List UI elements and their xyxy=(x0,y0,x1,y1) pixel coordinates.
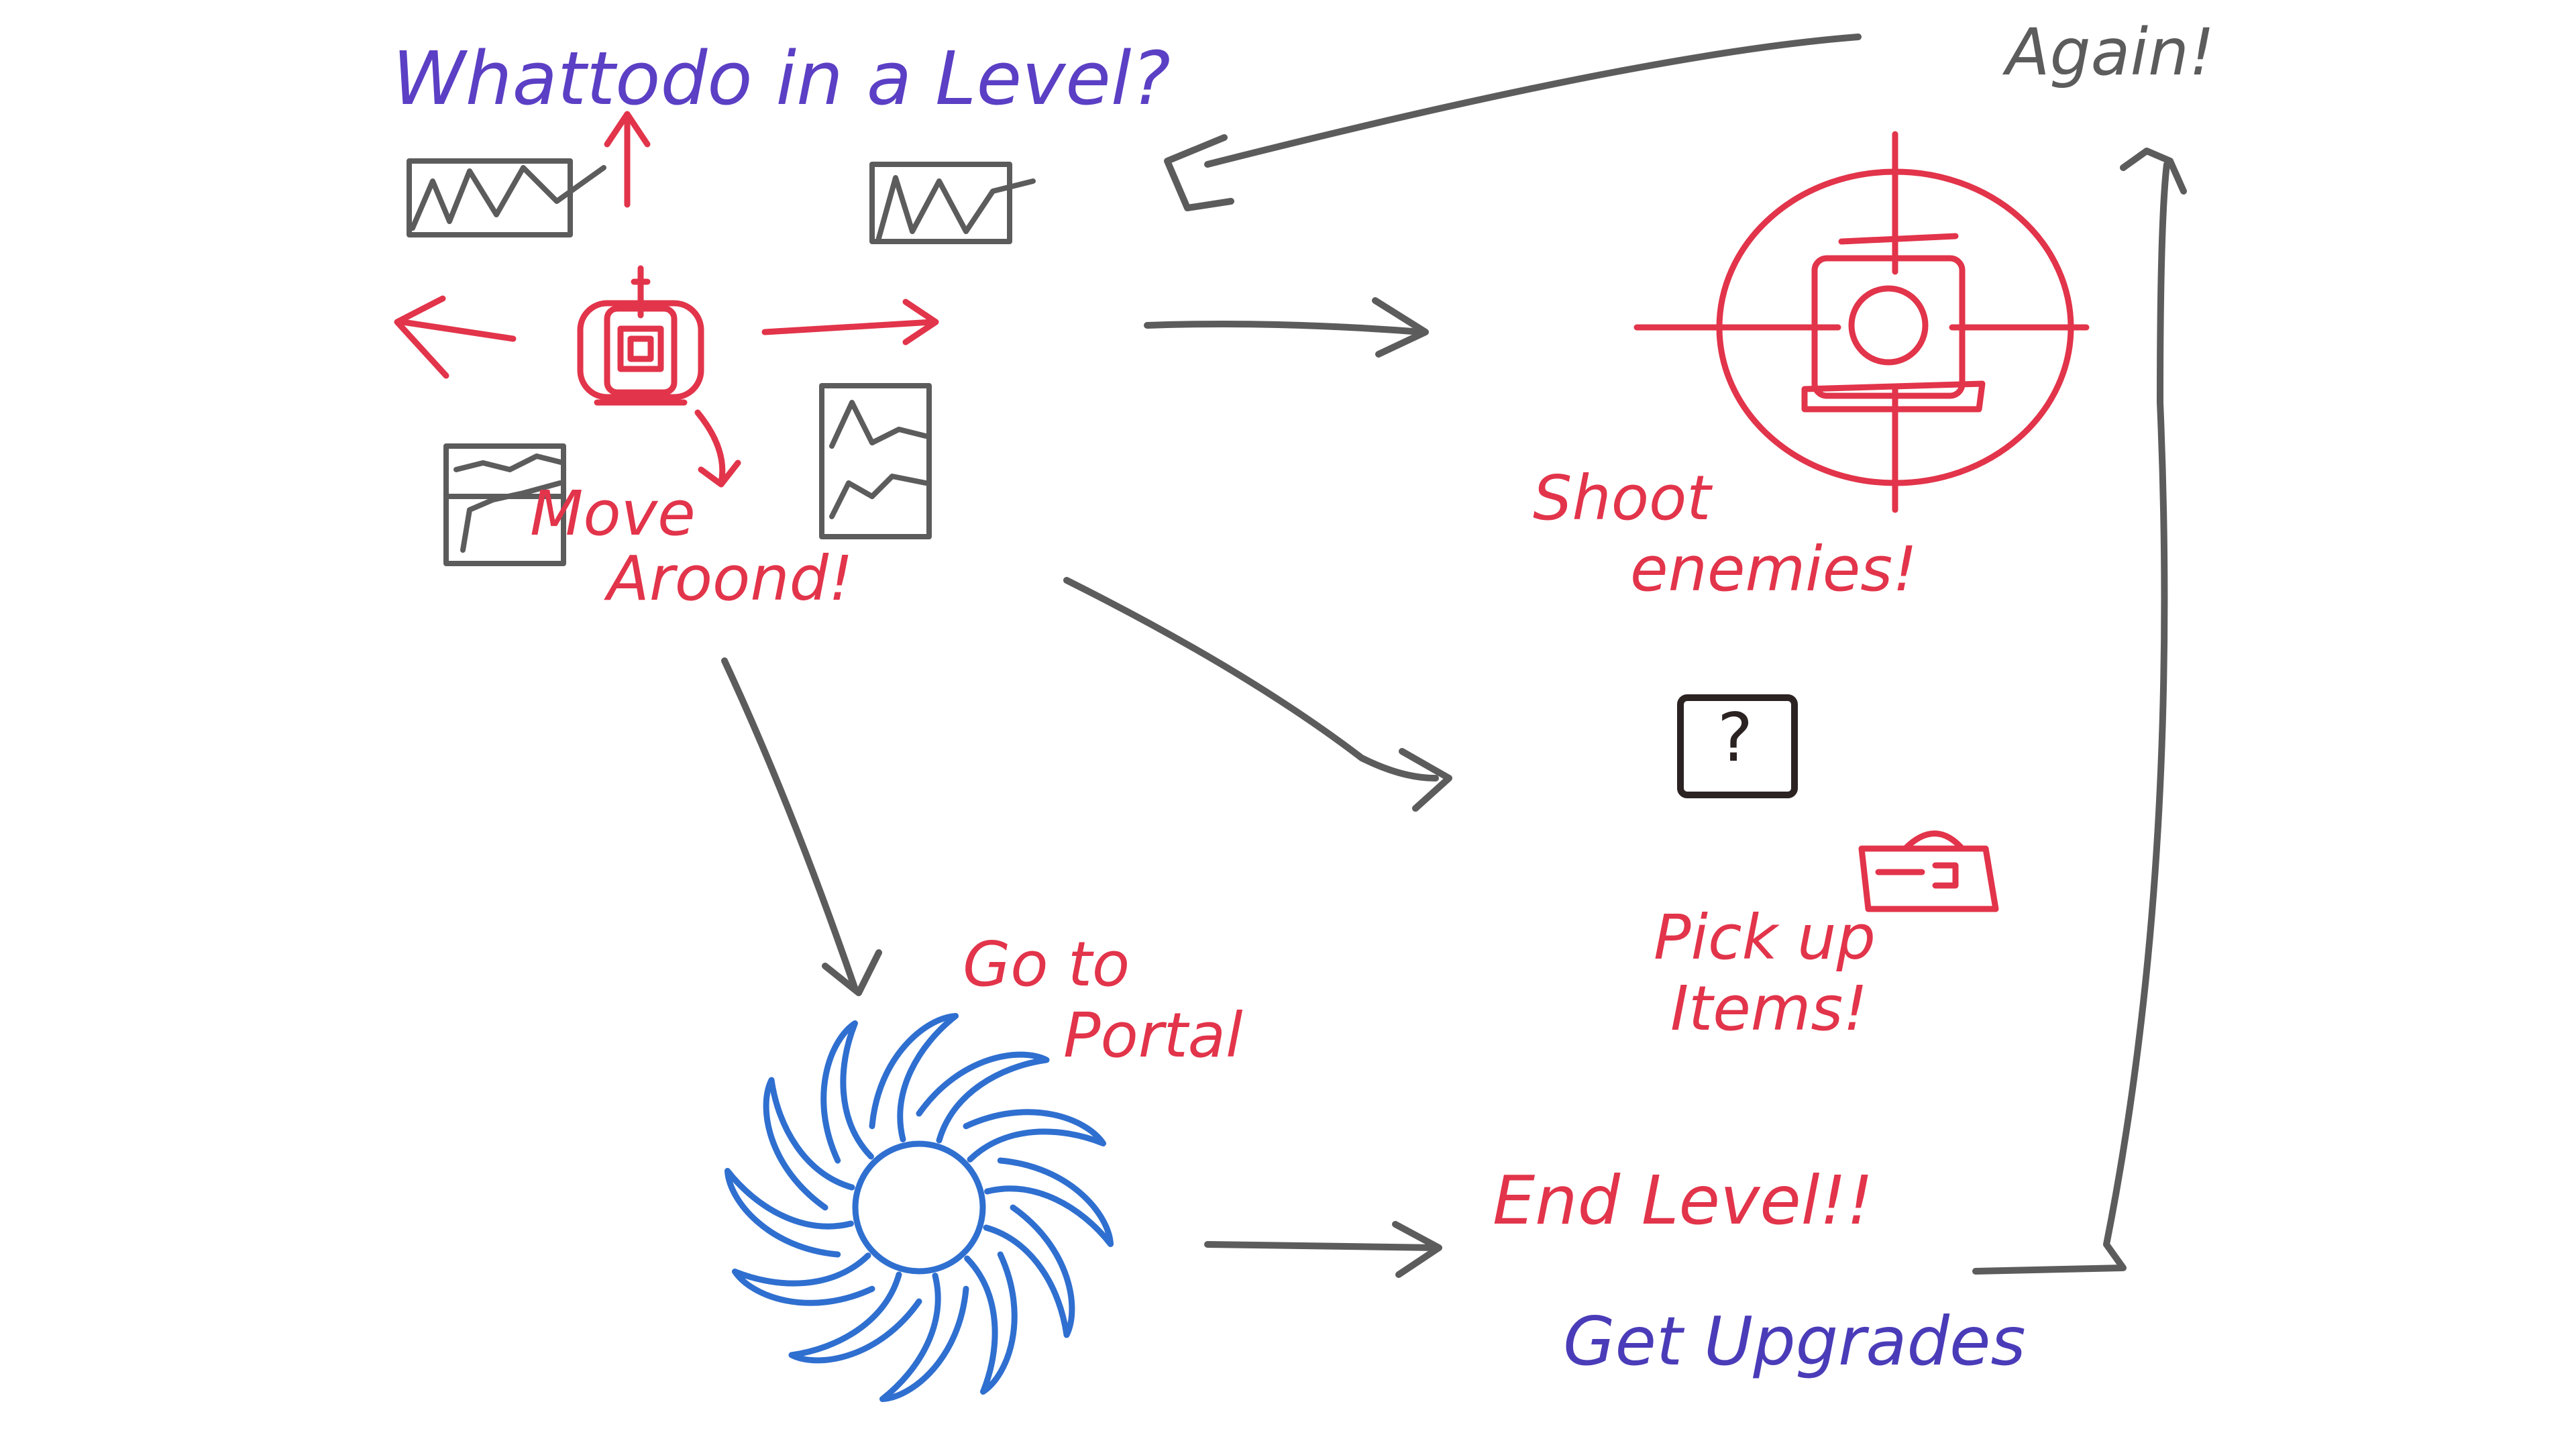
diagram-title: Whattodo in a Level? xyxy=(392,36,1171,121)
portal-label-line1: Go to xyxy=(963,928,1130,1000)
player-mech-icon xyxy=(577,265,704,406)
move-right-arrow xyxy=(761,299,939,345)
terrain-sketch-icon xyxy=(407,158,606,237)
move-around-label: Move Aroond! xyxy=(530,478,853,614)
arrow-back-to-start xyxy=(1164,34,1862,211)
shoot-enemies-label: Shoot enemies! xyxy=(1533,463,1917,605)
pick-up-items-label: Pick up Items! xyxy=(1654,902,1876,1044)
items-label-line1: Pick up xyxy=(1654,902,1876,973)
move-left-arrow xyxy=(394,295,517,379)
arrow-to-shoot xyxy=(1144,297,1429,358)
arrow-loop-again xyxy=(1972,148,2187,1275)
portal-label-line2: Portal xyxy=(1063,999,1243,1071)
mystery-box-icon xyxy=(1677,694,1798,798)
move-up-arrow xyxy=(604,111,651,208)
again-label: Again! xyxy=(2006,15,2215,90)
mystery-box-label: ? xyxy=(1717,698,1754,777)
portal-icon xyxy=(724,1012,1114,1403)
move-label-line2: Aroond! xyxy=(607,542,853,614)
terrain-sketch-icon xyxy=(819,383,932,539)
get-upgrades-label: Get Upgrades xyxy=(1563,1302,2026,1381)
arrow-to-end xyxy=(1204,1221,1442,1278)
move-label-line1: Move xyxy=(530,478,696,549)
terrain-sketch-icon xyxy=(869,162,1036,244)
items-label-line2: Items! xyxy=(1670,972,1868,1044)
crosshair-target-icon xyxy=(1633,131,2090,513)
shoot-label-line2: enemies! xyxy=(1630,533,1918,605)
terrain-sketch-icon xyxy=(443,443,566,566)
move-down-arrow xyxy=(694,409,741,488)
arrow-to-portal xyxy=(721,657,882,996)
go-to-portal-label: Go to Portal xyxy=(963,929,1243,1071)
shoot-label-line1: Shoot xyxy=(1533,462,1711,534)
toolbox-icon xyxy=(1858,830,1999,912)
end-level-label: End Level!! xyxy=(1493,1161,1874,1240)
arrow-to-items xyxy=(1063,577,1452,812)
